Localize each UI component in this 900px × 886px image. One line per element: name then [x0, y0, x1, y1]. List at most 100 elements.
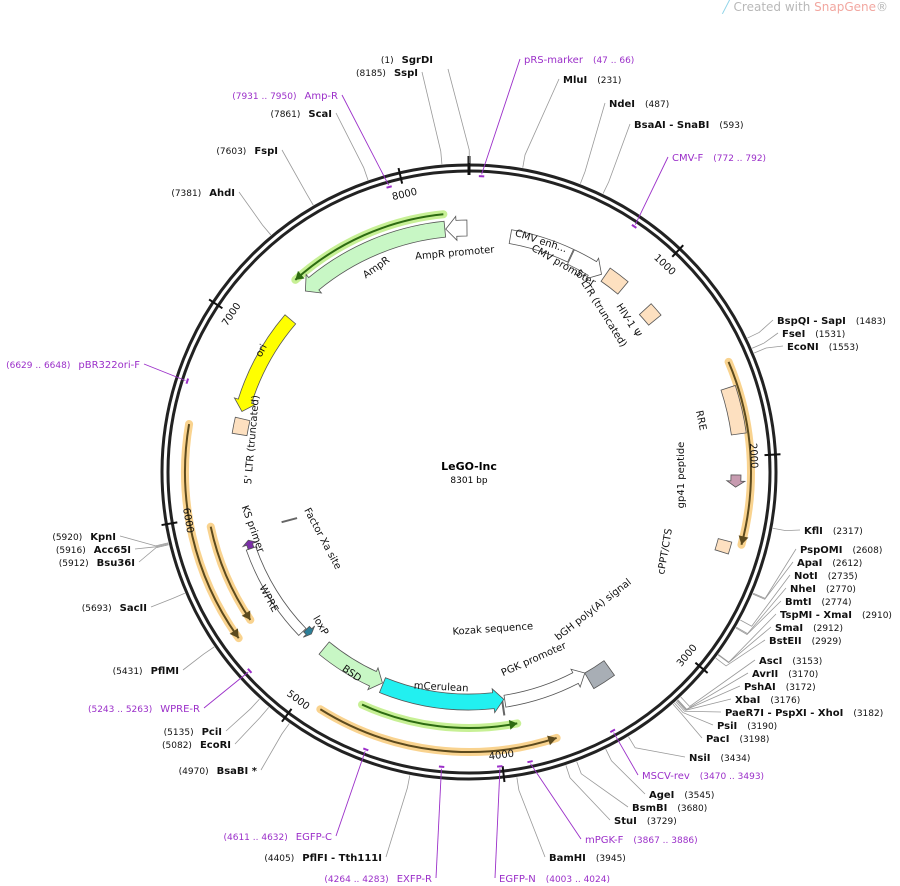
orange-arc-glow — [316, 705, 561, 756]
site-position: (3945) — [596, 854, 626, 864]
primer-prs-marker: pRS-marker(47 .. 66) — [478, 55, 634, 178]
site-leader-line — [735, 600, 782, 635]
feature-shape — [304, 220, 447, 294]
tick-mark — [694, 661, 709, 674]
site-position: (231) — [597, 76, 621, 86]
site-position: (3729) — [647, 817, 677, 827]
site-leader-line — [335, 112, 369, 181]
restriction-site: BsaAI - SnaBI(593) — [602, 120, 744, 194]
primer-range: (47 .. 66) — [593, 56, 634, 66]
feature-factor-xa-site: Factor Xa site — [281, 506, 343, 571]
tick-label: 3000 — [675, 643, 700, 670]
site-name: BmtI — [785, 597, 812, 608]
site-position: (3172) — [786, 683, 816, 693]
restriction-site: PciI(5135) — [164, 698, 260, 738]
restriction-site: BstEII(2929) — [715, 636, 842, 667]
site-position: (1) — [381, 56, 394, 66]
site-position: (5916) — [56, 546, 86, 556]
site-leader-line — [225, 698, 260, 732]
green-arc — [294, 213, 444, 281]
primer-amp-r: Amp-R(7931 .. 7950) — [232, 91, 392, 189]
site-position: (3434) — [720, 754, 750, 764]
site-name: SmaI — [775, 623, 803, 634]
primer-leader-line — [613, 732, 639, 776]
site-position: (1483) — [856, 317, 886, 327]
site-name: AscI — [759, 656, 782, 667]
primer-range: (4003 .. 4024) — [546, 875, 610, 885]
primer-leader-line — [481, 58, 521, 175]
restriction-site: NsiI(3434) — [628, 736, 750, 764]
feature-pgk-promoter: PGK promoter — [500, 640, 586, 708]
feature-label: bGH poly(A) signal — [553, 577, 633, 643]
site-name: BsaBI * — [217, 766, 258, 777]
primer-name: EGFP-C — [296, 832, 332, 843]
restriction-site: TspMI - XmaI(2910) — [718, 610, 892, 663]
primer-egfp-n: EGFP-N(4003 .. 4024) — [494, 765, 610, 885]
site-name: BamHI — [549, 853, 586, 864]
site-leader-line — [260, 723, 290, 771]
restriction-site: PflMI(5431) — [113, 646, 215, 677]
feature-shape — [303, 625, 316, 638]
site-name: StuI — [614, 816, 637, 827]
site-position: (593) — [719, 121, 743, 131]
restriction-site: SmaI (2912) — [717, 623, 843, 664]
site-position: (2774) — [822, 598, 852, 608]
site-name: NheI — [790, 584, 816, 595]
site-name: AgeI — [649, 790, 674, 801]
restriction-site: SgrDI (1) — [381, 55, 470, 164]
primer-leader-line — [203, 671, 249, 709]
restriction-site: KflI(2317) — [772, 526, 863, 537]
site-position: (2929) — [812, 637, 842, 647]
feature-shape — [720, 384, 747, 436]
restriction-site: PaeR7I - PspXI - XhoI(3182) — [675, 701, 883, 719]
feature-label: gp41 peptide — [676, 442, 687, 509]
restriction-site: BmtI (2774) — [735, 597, 852, 635]
site-name: BsmBI — [632, 803, 667, 814]
site-position: (2910) — [862, 611, 892, 621]
restriction-site: BsaBI *(4970) — [179, 723, 290, 777]
site-leader-line — [150, 592, 185, 608]
primer-name: EXFP-R — [397, 874, 432, 885]
primer-name: pBR322ori-F — [78, 360, 140, 371]
site-leader-line — [579, 102, 606, 184]
primers: pRS-marker(47 .. 66)CMV-F(772 .. 792)MSC… — [6, 55, 766, 885]
primer-range: (4611 .. 4632) — [223, 833, 287, 843]
site-position: (5912) — [59, 559, 89, 569]
site-name: NdeI — [609, 99, 635, 110]
site-position: (2770) — [826, 585, 856, 595]
plasmid-length: 8301 bp — [450, 476, 487, 486]
feature-ori: ori — [233, 314, 297, 412]
primer-leader-line — [143, 363, 186, 381]
primer-name: Amp-R — [305, 91, 339, 102]
site-position: (7381) — [171, 189, 201, 199]
feature-shape — [503, 668, 586, 708]
restriction-site: FseI(1531) — [751, 329, 845, 349]
feature-shape — [378, 677, 505, 714]
primer-range: (5243 .. 5263) — [88, 705, 152, 715]
site-leader-line — [281, 149, 314, 206]
site-position: (8185) — [356, 69, 386, 79]
orange-arc-arrowhead — [241, 610, 251, 620]
site-position: (2612) — [832, 559, 862, 569]
feature-bsd: BSD — [318, 641, 383, 691]
site-name: PciI — [202, 727, 222, 738]
restriction-site: BamHI (3945) — [516, 777, 626, 864]
site-name: SacII — [120, 603, 147, 614]
restriction-site: AscI(3153) — [680, 656, 822, 708]
site-leader-line — [677, 685, 741, 711]
site-name: PflMI — [151, 666, 179, 677]
orange-arc-arrowhead — [738, 535, 749, 545]
site-name: ApaI — [797, 558, 822, 569]
site-leader-line — [772, 527, 801, 531]
feature-label: Factor Xa site — [301, 506, 343, 571]
site-name: KpnI — [90, 532, 116, 543]
site-position: (2912) — [813, 624, 843, 634]
primer-range: (4264 .. 4283) — [324, 875, 388, 885]
site-name: SgrDI — [402, 55, 433, 66]
primer-cmv-f: CMV-F(772 .. 792) — [631, 153, 766, 229]
restriction-site: Acc65I(5916) — [56, 543, 169, 556]
site-position: (7861) — [270, 110, 300, 120]
feature-mcerulean: mCerulean — [378, 677, 505, 714]
site-position: (3198) — [739, 735, 769, 745]
feature-label: RRE — [693, 409, 708, 431]
